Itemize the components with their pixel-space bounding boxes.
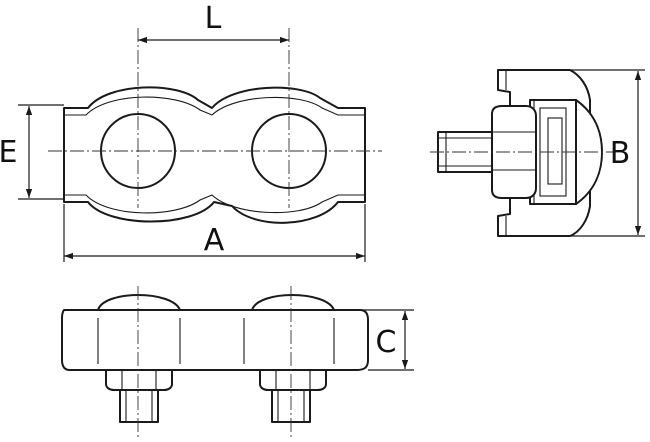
dimension-c: C <box>362 309 414 371</box>
front-plate <box>61 309 369 371</box>
dome-head-right <box>251 294 335 311</box>
top-view-inner-contour-lower <box>64 194 365 214</box>
top-view <box>48 28 382 224</box>
dimension-e-label: E <box>0 135 17 170</box>
dimension-b: B <box>570 69 645 237</box>
dimension-b-label: B <box>610 136 631 171</box>
top-view-inner-contour <box>64 96 365 116</box>
dimension-a-label: A <box>204 223 225 258</box>
side-view <box>430 69 615 237</box>
front-view <box>61 286 369 440</box>
dimension-e: E <box>0 104 64 200</box>
dome-head-left <box>97 294 181 311</box>
dimension-a: A <box>63 204 366 262</box>
nut-right <box>259 369 327 391</box>
dimension-c-label: C <box>376 325 397 360</box>
nut-left <box>105 369 173 391</box>
dimension-l: L <box>138 1 289 44</box>
dimension-l-label: L <box>205 1 222 36</box>
